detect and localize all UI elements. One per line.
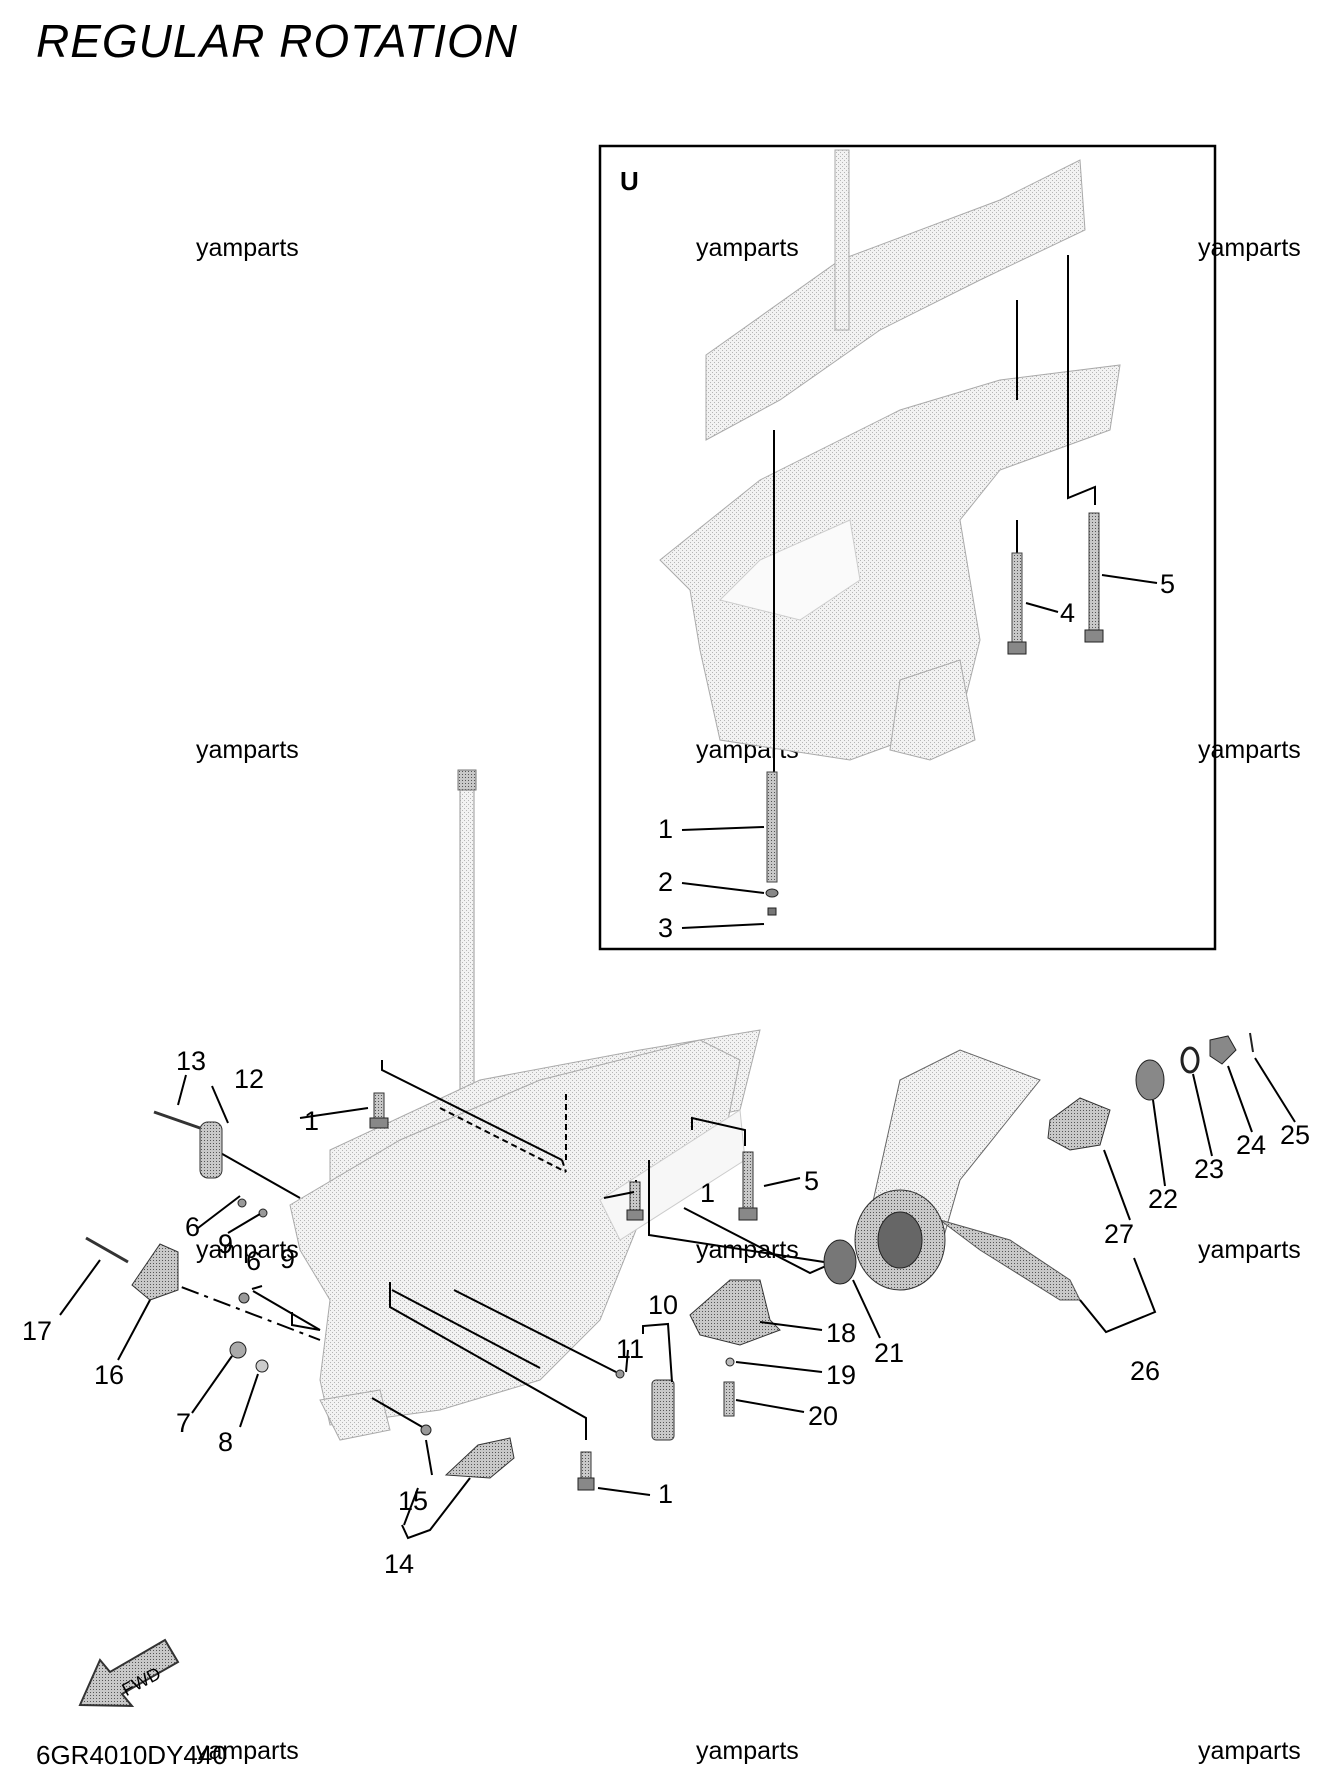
fwd-arrow-icon: FWD — [78, 1638, 180, 1708]
callout-4: 4 — [1060, 598, 1075, 628]
callout-1: 1 — [700, 1178, 715, 1208]
inset-gearcase — [659, 149, 1121, 761]
stud-bolt-icon — [765, 771, 779, 916]
inset-frame — [598, 144, 1217, 951]
speedometer-tube-icon — [651, 1379, 675, 1441]
plug-icon — [229, 1341, 247, 1359]
callout-11: 11 — [616, 1334, 644, 1364]
bolt-icon — [1007, 512, 1104, 655]
callout-16: 16 — [94, 1360, 124, 1390]
diagram-code: 6GR4010DY440 — [36, 1740, 227, 1770]
callout-1: 1 — [658, 814, 673, 844]
callout-19: 19 — [826, 1360, 856, 1390]
cotter-pin-icon — [1249, 1032, 1254, 1053]
watermark: yamparts — [196, 234, 299, 262]
watermark: yamparts — [196, 736, 299, 764]
propeller-icon — [823, 1049, 1081, 1301]
callout-10: 10 — [648, 1290, 678, 1320]
watermark: yamparts — [696, 1737, 799, 1765]
callout-17: 17 — [22, 1316, 52, 1346]
inset-label: U — [620, 166, 639, 196]
callout-13: 13 — [176, 1046, 206, 1076]
callout-6: 6 — [246, 1246, 261, 1276]
washer-icon — [725, 1357, 735, 1367]
callout-1: 1 — [658, 1479, 673, 1509]
callout-6: 6 — [185, 1212, 200, 1242]
callout-2: 2 — [658, 867, 673, 897]
callout-5: 5 — [804, 1166, 819, 1196]
screw-icon — [237, 1198, 625, 1436]
watermark: yamparts — [696, 234, 799, 262]
bolt-icon — [369, 1092, 758, 1491]
callout-27: 27 — [1104, 1219, 1134, 1249]
callout-7: 7 — [176, 1408, 191, 1438]
callout-8: 8 — [218, 1427, 233, 1457]
trim-tab-icon — [85, 1236, 179, 1301]
watermark: yamparts — [196, 1737, 299, 1765]
callout-3: 3 — [658, 913, 673, 943]
watermark: yamparts — [1198, 1737, 1301, 1765]
callout-21: 21 — [874, 1338, 904, 1368]
watermark: yamparts — [1198, 1236, 1301, 1264]
callout-18: 18 — [826, 1318, 856, 1348]
spacer-icon — [1047, 1097, 1111, 1151]
callout-9: 9 — [218, 1229, 233, 1259]
bracket-18-icon — [689, 1279, 781, 1346]
bolt-icon — [723, 1381, 735, 1417]
callout-22: 22 — [1148, 1184, 1178, 1214]
main-gearcase — [289, 769, 761, 1441]
callout-9: 9 — [280, 1244, 295, 1274]
callout-15: 15 — [398, 1486, 428, 1516]
gasket-icon — [255, 1359, 269, 1373]
anode-12-icon — [153, 1110, 223, 1179]
diagram-title: REGULAR ROTATION — [36, 15, 518, 67]
washer-icon — [1135, 1059, 1165, 1101]
callout-25: 25 — [1280, 1120, 1310, 1150]
callout-23: 23 — [1194, 1154, 1224, 1184]
watermark: yamparts — [196, 1236, 299, 1264]
callout-14: 14 — [384, 1549, 414, 1579]
callout-20: 20 — [808, 1401, 838, 1431]
nut-icon — [1209, 1035, 1237, 1065]
callout-24: 24 — [1236, 1130, 1266, 1160]
callout-5: 5 — [1160, 569, 1175, 599]
callout-1: 1 — [304, 1106, 319, 1136]
callout-26: 26 — [1130, 1356, 1160, 1386]
callout-12: 12 — [234, 1064, 264, 1094]
anode-14-icon — [444, 1437, 515, 1479]
washer-icon — [1180, 1046, 1200, 1074]
